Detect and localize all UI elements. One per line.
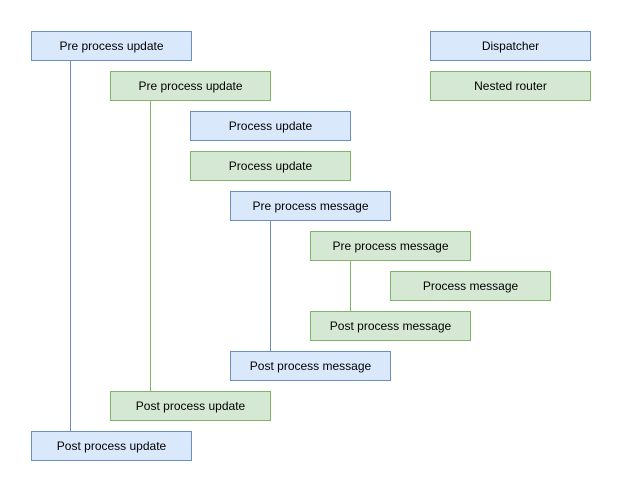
- legend-item-label: Dispatcher: [481, 39, 540, 53]
- node-post-process-message-nested-router: Post process message: [310, 311, 471, 341]
- node-post-process-update-nested-router: Post process update: [110, 391, 271, 421]
- node-label: Process update: [228, 119, 313, 133]
- node-label: Process update: [228, 159, 313, 173]
- legend-item-label: Nested router: [474, 79, 547, 93]
- node-label: Post process update: [56, 439, 167, 453]
- node-label: Pre process message: [332, 239, 449, 253]
- legend-item-nested-router-nested-router: Nested router: [430, 71, 591, 101]
- node-pre-process-message-dispatcher: Pre process message: [230, 191, 391, 221]
- node-pre-process-update-nested-router: Pre process update: [110, 71, 271, 101]
- connector-line-nested-router: [350, 261, 351, 311]
- node-label: Pre process update: [59, 39, 164, 53]
- connector-line-dispatcher: [70, 61, 71, 431]
- node-label: Process message: [422, 279, 519, 293]
- node-pre-process-message-nested-router: Pre process message: [310, 231, 471, 261]
- node-process-update-dispatcher: Process update: [190, 111, 351, 141]
- node-label: Post process message: [329, 319, 452, 333]
- node-post-process-update-dispatcher: Post process update: [31, 431, 192, 461]
- node-post-process-message-dispatcher: Post process message: [230, 351, 391, 381]
- node-label: Pre process update: [138, 79, 243, 93]
- node-label: Post process message: [249, 359, 372, 373]
- node-process-update-nested-router: Process update: [190, 151, 351, 181]
- connector-line-nested-router: [150, 101, 151, 391]
- connector-line-dispatcher: [270, 221, 271, 351]
- legend-item-dispatcher-dispatcher: Dispatcher: [430, 31, 591, 61]
- node-pre-process-update-dispatcher: Pre process update: [31, 31, 192, 61]
- node-label: Post process update: [135, 399, 246, 413]
- node-label: Pre process message: [252, 199, 369, 213]
- node-process-message-nested-router: Process message: [390, 271, 551, 301]
